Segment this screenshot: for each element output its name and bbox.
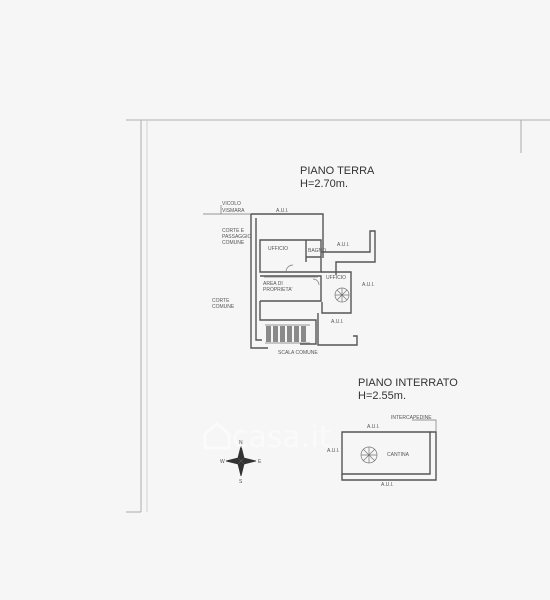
basement-plan: PIANO INTERRATO H=2.55m. INTERCAPEDINE A… [327, 377, 458, 488]
label-corte: CORTE [212, 298, 230, 304]
ground-floor-plan: PIANO TERRA H=2.70m. VICOLO [203, 165, 376, 356]
compass-n: N [239, 440, 243, 446]
label-aui: A.U.I. [337, 242, 350, 248]
label-passaggio: PASSAGGIO [222, 234, 251, 240]
watermark-text: casa.it [232, 420, 331, 455]
compass-e: E [258, 459, 262, 465]
compass-s: S [239, 479, 243, 485]
stair-step [266, 326, 271, 342]
label-vicolo: VICOLO [222, 201, 241, 207]
compass-w: W [220, 459, 225, 465]
stair-step [287, 326, 292, 342]
label-corte-e: CORTE E [222, 228, 245, 234]
label-scala-comune: SCALA COMUNE [278, 350, 318, 356]
label-ufficio-small: UFFICIO [326, 275, 346, 281]
stair-step [280, 326, 285, 342]
label-aui: A.U.I. [276, 208, 289, 214]
ground-floor-height: H=2.70m. [300, 178, 348, 190]
stair-step [301, 326, 306, 342]
label-area-di: AREA DI [263, 281, 283, 287]
sheet-border [126, 119, 550, 513]
label-aui: A.U.I. [362, 282, 375, 288]
watermark: casa.it [203, 420, 331, 455]
label-aui: A.U.I. [331, 319, 344, 325]
stair-step [294, 326, 299, 342]
house-icon [203, 422, 231, 450]
label-vismara: VISMARA [222, 208, 245, 214]
label-cantina: CANTINA [387, 452, 410, 458]
label-ufficio: UFFICIO [268, 246, 288, 252]
stair-step [273, 326, 278, 342]
ground-floor-title: PIANO TERRA [300, 165, 375, 177]
label-intercapedine: INTERCAPEDINE [391, 415, 432, 421]
label-bagno: BAGNO [308, 248, 326, 254]
basement-height: H=2.55m. [358, 390, 406, 402]
label-comune: COMUNE [222, 240, 245, 246]
label-aui: A.U.I. [327, 448, 340, 454]
compass-rose-icon [225, 445, 257, 477]
label-proprieta: PROPRIETA' [263, 287, 293, 293]
label-aui: A.U.I. [367, 424, 380, 430]
basement-title: PIANO INTERRATO [358, 377, 458, 389]
label-aui: A.U.I. [381, 482, 394, 488]
label-comune: COMUNE [212, 304, 235, 310]
